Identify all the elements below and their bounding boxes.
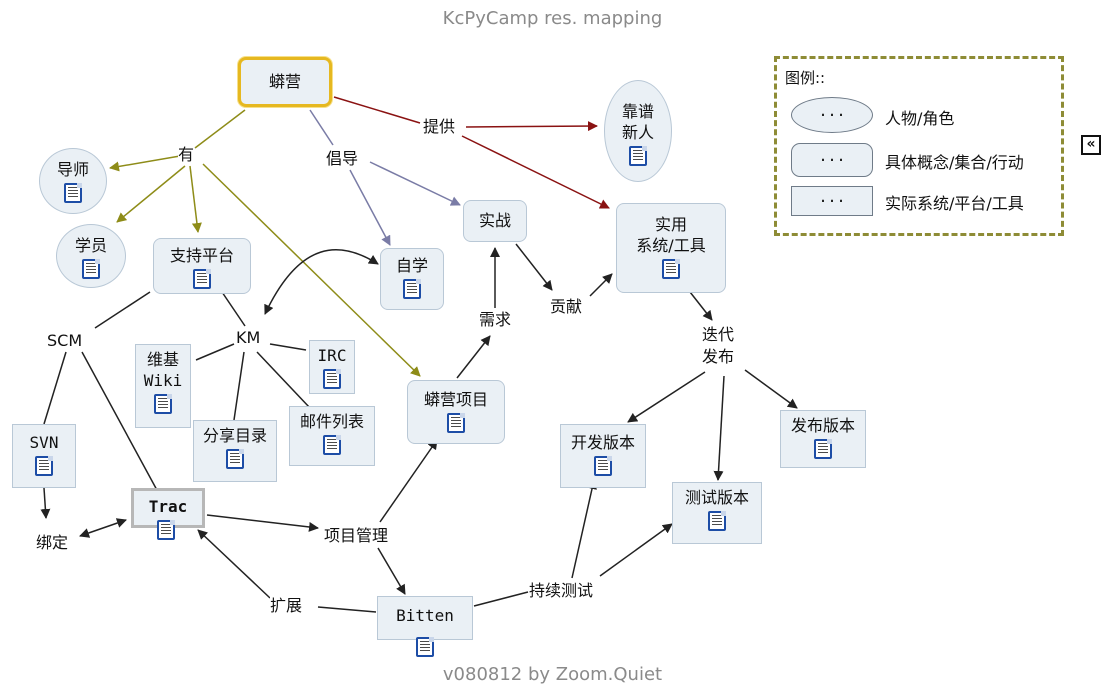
node-share-dir-label: 分享目录 bbox=[202, 426, 267, 445]
document-icon[interactable] bbox=[814, 439, 832, 459]
collapse-icon[interactable]: « bbox=[1081, 135, 1101, 155]
link-scm: SCM bbox=[47, 331, 83, 351]
node-wiki[interactable]: 维基 Wiki bbox=[135, 344, 191, 428]
edge-advocate bbox=[309, 109, 461, 246]
node-test-version-label: 测试版本 bbox=[684, 488, 749, 507]
node-camp-project-label: 蟒营项目 bbox=[423, 390, 488, 409]
node-support-platform-label: 支持平台 bbox=[169, 246, 234, 265]
node-camp-project[interactable]: 蟒营项目 bbox=[407, 380, 505, 444]
document-icon[interactable] bbox=[193, 269, 211, 289]
node-newcomer-line1: 靠谱 bbox=[621, 102, 654, 121]
document-icon[interactable] bbox=[629, 146, 647, 166]
document-icon[interactable] bbox=[447, 413, 465, 433]
node-trac-label: Trac bbox=[148, 497, 188, 516]
link-provide: 提供 bbox=[423, 117, 456, 137]
legend-person-shape: ··· bbox=[791, 97, 873, 133]
link-iterate-line2: 发布 bbox=[702, 347, 735, 366]
node-dev-version[interactable]: 开发版本 bbox=[560, 424, 646, 488]
document-icon[interactable] bbox=[154, 394, 172, 414]
legend: 图例:: ··· 人物/角色 ··· 具体概念/集合/行动 ··· 实际系统/平… bbox=[774, 56, 1064, 236]
legend-concept-shape: ··· bbox=[791, 143, 873, 177]
link-contribute: 贡献 bbox=[550, 297, 583, 317]
legend-concept-text: 具体概念/集合/行动 bbox=[885, 153, 1024, 172]
document-icon[interactable] bbox=[403, 279, 421, 299]
legend-person-text: 人物/角色 bbox=[885, 109, 955, 128]
node-irc-label: IRC bbox=[317, 346, 347, 365]
document-icon[interactable] bbox=[82, 259, 100, 279]
legend-system-shape: ··· bbox=[791, 186, 873, 216]
document-icon[interactable] bbox=[662, 259, 680, 279]
node-wiki-line1: 维基 bbox=[146, 350, 179, 369]
link-km: KM bbox=[236, 328, 261, 348]
node-self-study-label: 自学 bbox=[395, 256, 428, 275]
link-iterate-line1: 迭代 bbox=[702, 325, 735, 344]
legend-system-text: 实际系统/平台/工具 bbox=[885, 194, 1024, 213]
link-iterate-release: 迭代 发布 bbox=[702, 324, 735, 368]
node-mentor[interactable]: 导师 bbox=[39, 148, 107, 214]
node-bitten-label: Bitten bbox=[396, 606, 454, 625]
link-bind: 绑定 bbox=[36, 533, 69, 553]
node-practical-line1: 实用 bbox=[654, 215, 687, 234]
link-advocate: 倡导 bbox=[326, 149, 359, 169]
legend-title: 图例:: bbox=[785, 69, 826, 87]
node-wiki-line2: Wiki bbox=[143, 371, 183, 390]
document-icon[interactable] bbox=[64, 183, 82, 203]
node-svn-label: SVN bbox=[29, 433, 59, 452]
diagram-title: KcPyCamp res. mapping bbox=[442, 8, 663, 29]
node-mailing-list[interactable]: 邮件列表 bbox=[289, 406, 375, 466]
node-newcomer[interactable]: 靠谱 新人 bbox=[604, 80, 672, 182]
edge-black bbox=[40, 243, 798, 613]
link-ci: 持续测试 bbox=[529, 581, 594, 601]
node-practice-label: 实战 bbox=[478, 211, 511, 230]
document-icon[interactable] bbox=[323, 369, 341, 389]
node-mailing-list-label: 邮件列表 bbox=[299, 412, 364, 431]
document-icon[interactable] bbox=[35, 456, 53, 476]
node-bitten[interactable]: Bitten bbox=[377, 596, 473, 640]
node-svn[interactable]: SVN bbox=[12, 424, 76, 488]
document-icon[interactable] bbox=[416, 637, 434, 657]
document-icon[interactable] bbox=[708, 511, 726, 531]
link-extend: 扩展 bbox=[270, 596, 303, 616]
link-have: 有 bbox=[178, 145, 195, 165]
document-icon[interactable] bbox=[323, 435, 341, 455]
node-student[interactable]: 学员 bbox=[56, 224, 126, 288]
link-project-mgmt: 项目管理 bbox=[324, 526, 389, 546]
node-dev-version-label: 开发版本 bbox=[570, 433, 635, 452]
node-self-study[interactable]: 自学 bbox=[380, 248, 444, 310]
node-mentor-label: 导师 bbox=[56, 160, 89, 179]
node-camp-label: 蟒营 bbox=[268, 72, 301, 91]
node-share-dir[interactable]: 分享目录 bbox=[193, 420, 277, 482]
document-icon[interactable] bbox=[594, 456, 612, 476]
node-release-version-label: 发布版本 bbox=[790, 416, 855, 435]
diagram-footer: v080812 by Zoom.Quiet bbox=[442, 664, 663, 685]
node-support-platform[interactable]: 支持平台 bbox=[153, 238, 251, 294]
node-irc[interactable]: IRC bbox=[309, 340, 355, 394]
node-newcomer-line2: 新人 bbox=[621, 123, 654, 142]
node-camp[interactable]: 蟒营 bbox=[238, 57, 332, 107]
document-icon[interactable] bbox=[226, 449, 244, 469]
link-need: 需求 bbox=[479, 310, 512, 330]
node-practical-system[interactable]: 实用 系统/工具 bbox=[616, 203, 726, 293]
edge-provide bbox=[333, 96, 610, 209]
node-test-version[interactable]: 测试版本 bbox=[672, 482, 762, 544]
node-release-version[interactable]: 发布版本 bbox=[780, 410, 866, 468]
node-practical-line2: 系统/工具 bbox=[636, 236, 706, 255]
node-student-label: 学员 bbox=[74, 236, 107, 255]
node-practice[interactable]: 实战 bbox=[463, 200, 527, 242]
document-icon[interactable] bbox=[157, 520, 175, 540]
